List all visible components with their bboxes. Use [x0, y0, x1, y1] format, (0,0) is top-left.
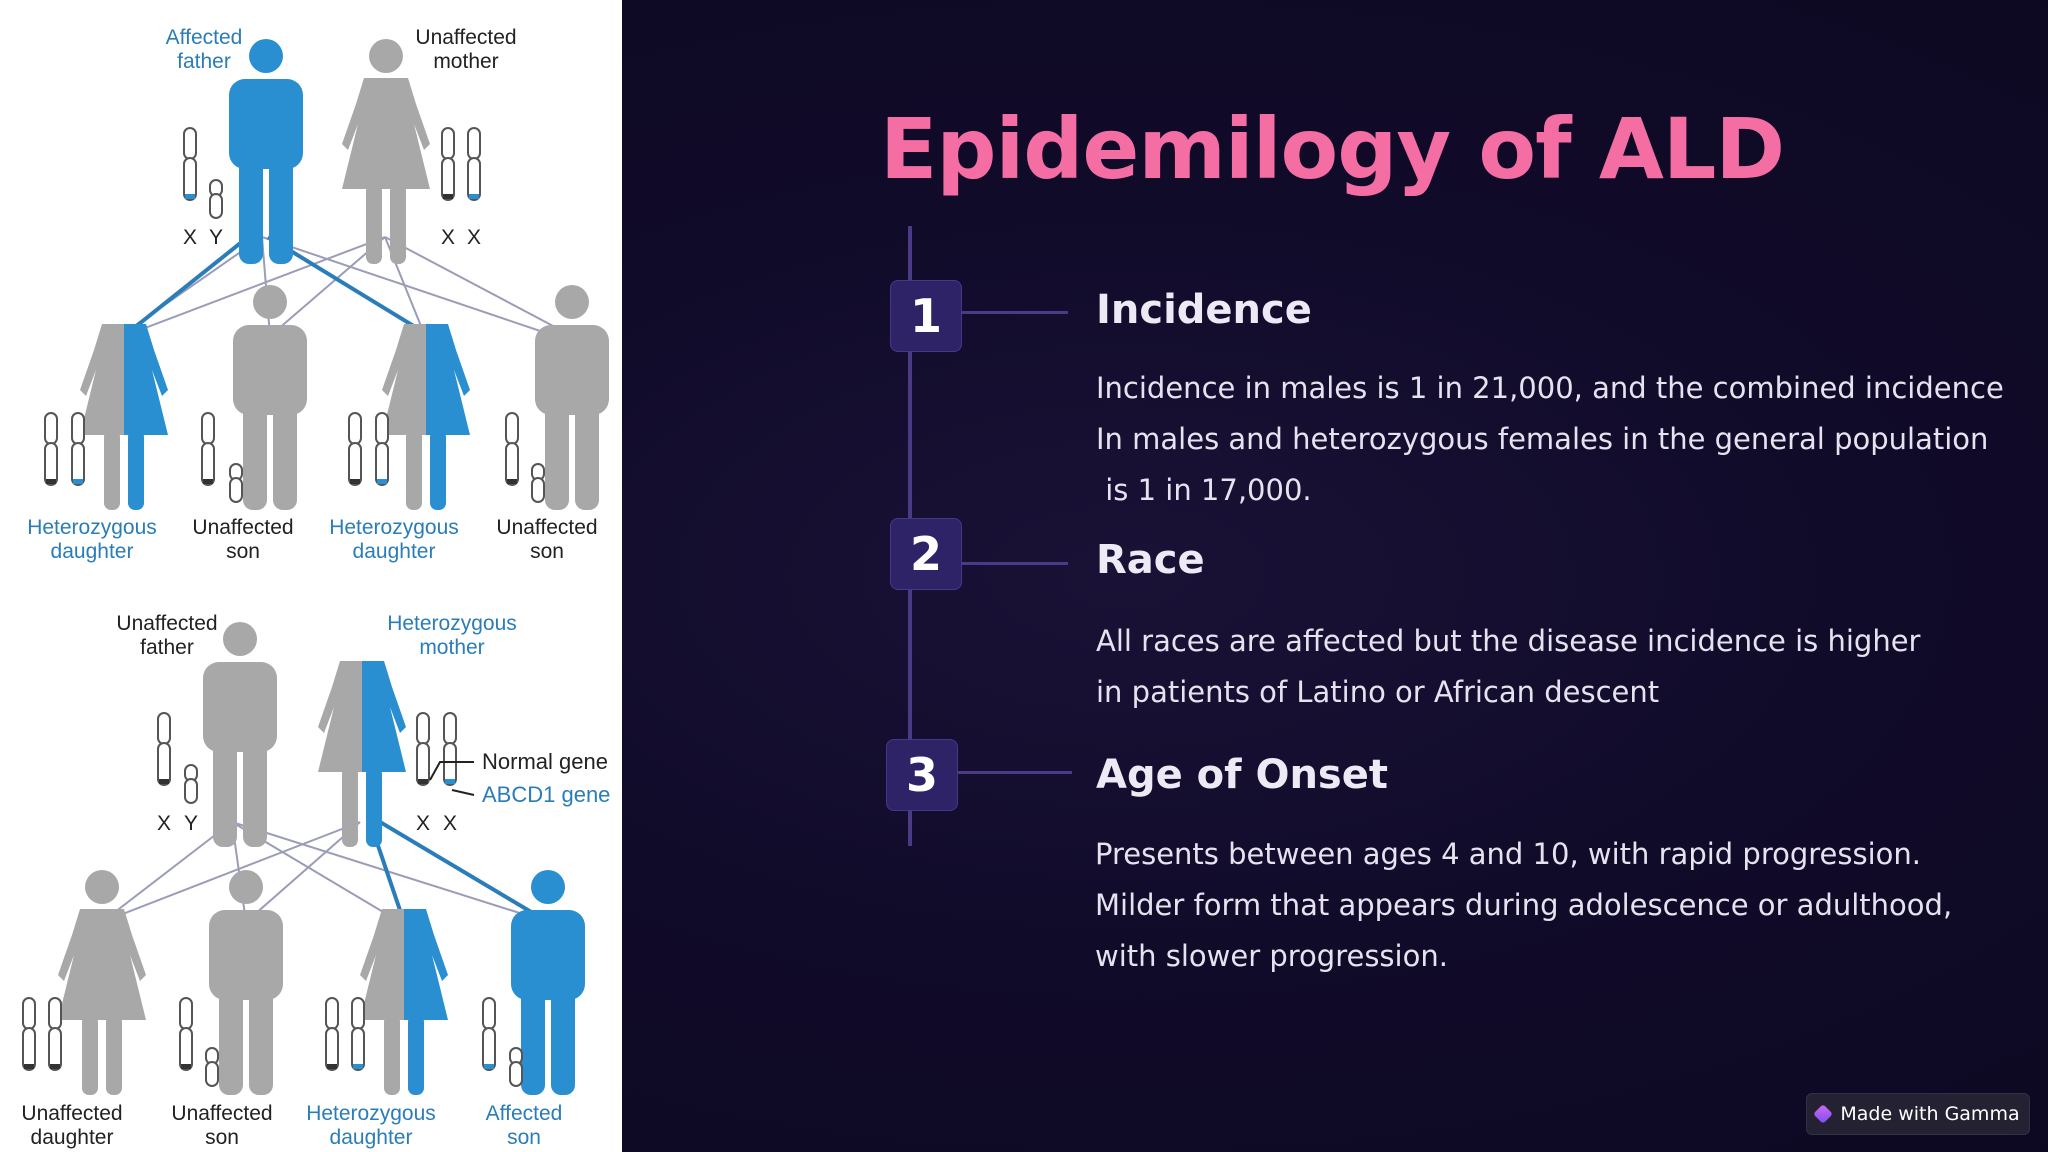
top-xy-1: X — [183, 226, 197, 249]
bottom-child3-line1: Heterozygous — [306, 1102, 436, 1125]
step-2-body-line: All races are affected but the disease i… — [1096, 624, 1921, 658]
top-parent2-line2: mother — [433, 50, 498, 73]
slide-title: Epidemilogy of ALD — [880, 100, 1785, 198]
bottom-xy-1: X — [157, 812, 171, 835]
bottom-child2-line2: son — [205, 1126, 239, 1149]
bottom-child1-line1: Unaffected — [21, 1102, 122, 1125]
gene-legend-lines — [429, 761, 475, 796]
top-parent1-line1: Affected — [166, 26, 243, 49]
top-child1-line2: daughter — [51, 540, 134, 563]
top-child3-line2: daughter — [353, 540, 436, 563]
bottom-parent2-line1: Heterozygous — [387, 612, 517, 635]
bottom-parent2-line2: mother — [419, 636, 484, 659]
legend-abcd1-gene: ABCD1 gene — [482, 782, 610, 807]
step-1-heading: Incidence — [1096, 287, 1312, 333]
top-parent2-line1: Unaffected — [415, 26, 516, 49]
bottom-child1-line2: daughter — [31, 1126, 114, 1149]
bottom-xy-4: X — [443, 812, 457, 835]
top-xy-3: X — [441, 226, 455, 249]
top-parent1-line2: father — [177, 50, 231, 73]
step-1-body-line: In males and heterozygous females in the… — [1096, 422, 1989, 456]
made-with-gamma-badge[interactable]: Made with Gamma — [1806, 1093, 2030, 1135]
step-2-badge: 2 — [890, 518, 962, 590]
bottom-child3-line2: daughter — [330, 1126, 413, 1149]
inheritance-diagram: Affected father Unaffected mother X Y X … — [0, 0, 622, 1152]
bottom-child2-line1: Unaffected — [171, 1102, 272, 1125]
top-cross-lines — [119, 235, 573, 338]
top-child2-line1: Unaffected — [192, 516, 293, 539]
step-1-body: Incidence in males is 1 in 21,000, and t… — [1096, 363, 2004, 516]
step-3-connector — [958, 771, 1072, 774]
step-3-body-line: Milder form that appears during adolesce… — [1095, 888, 1953, 922]
top-child1-line1: Heterozygous — [27, 516, 157, 539]
step-2-body-line: in patients of Latino or African descent — [1096, 675, 1660, 709]
bottom-xy-3: X — [416, 812, 430, 835]
top-child2-line2: son — [226, 540, 260, 563]
bottom-child4-line2: son — [507, 1126, 541, 1149]
legend-normal-gene: Normal gene — [482, 749, 608, 774]
step-1-body-line: is 1 in 17,000. — [1096, 473, 1312, 507]
step-3-badge: 3 — [886, 739, 958, 811]
top-child4-line1: Unaffected — [496, 516, 597, 539]
step-2-connector — [962, 562, 1068, 565]
step-3-body: Presents between ages 4 and 10, with rap… — [1095, 829, 1952, 982]
step-2-body: All races are affected but the disease i… — [1096, 616, 1920, 718]
gamma-logo-icon — [1813, 1104, 1834, 1124]
step-3-body-line: with slower progression. — [1095, 939, 1448, 973]
top-child3-line1: Heterozygous — [329, 516, 459, 539]
gamma-badge-label: Made with Gamma — [1840, 1103, 2020, 1125]
step-1-connector — [962, 311, 1068, 314]
step-3-body-line: Presents between ages 4 and 10, with rap… — [1095, 837, 1922, 871]
bottom-child4-line1: Affected — [486, 1102, 563, 1125]
top-xy-2: Y — [209, 226, 223, 249]
top-xy-4: X — [467, 226, 481, 249]
step-2-heading: Race — [1096, 537, 1205, 583]
step-1-badge: 1 — [890, 280, 962, 352]
step-3-heading: Age of Onset — [1096, 752, 1388, 798]
step-1-body-line: Incidence in males is 1 in 21,000, and t… — [1096, 371, 2004, 405]
top-child4-line2: son — [530, 540, 564, 563]
bottom-xy-2: Y — [184, 812, 198, 835]
bottom-parent1-line1: Unaffected — [116, 612, 217, 635]
bottom-parent1-line2: father — [140, 636, 194, 659]
